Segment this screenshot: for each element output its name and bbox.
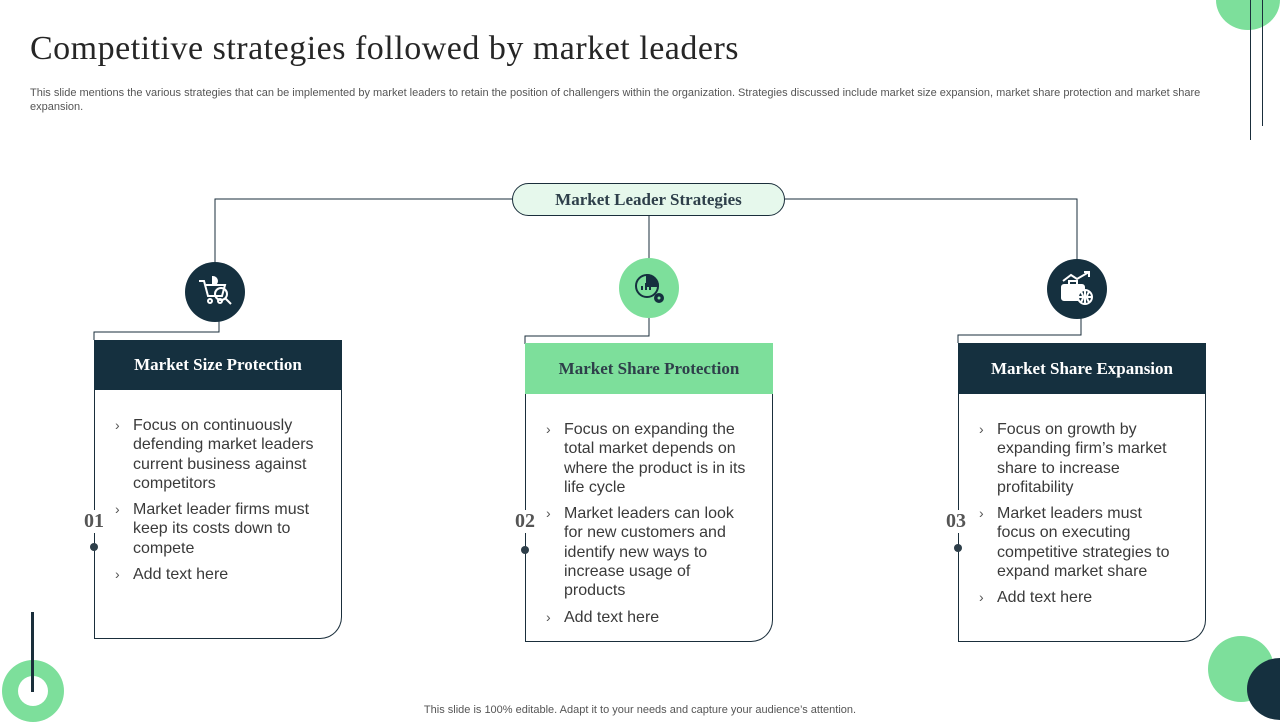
branch-2-bullet-2: Market leaders can look for new customer… (546, 504, 751, 600)
branch-1-dot (90, 543, 98, 551)
briefcase-globe-growth-icon (1047, 259, 1107, 319)
connector-left (214, 198, 512, 262)
decor-line-top-right-2 (1262, 0, 1263, 126)
branch-3-header: Market Share Expansion (958, 343, 1206, 394)
branch-2-number: 02 (515, 510, 535, 533)
shopping-cart-search-icon (185, 262, 245, 322)
page-title: Competitive strategies followed by marke… (30, 30, 740, 67)
connector-icon2-card (524, 318, 650, 344)
branch-3-card: Focus on growth by expanding firm’s mark… (958, 394, 1206, 642)
decor-line-bottom-left (31, 612, 34, 692)
branch-1-header: Market Size Protection (94, 340, 342, 390)
branch-2-bullet-3: Add text here (546, 608, 751, 628)
branch-2-dot (521, 546, 529, 554)
decor-line-top-right-1 (1250, 0, 1251, 140)
branch-2-card: Focus on expanding the total market depe… (525, 394, 773, 642)
branch-2-header: Market Share Protection (525, 343, 773, 394)
branch-2-bullets: Focus on expanding the total market depe… (546, 420, 751, 634)
branch-1-bullet-1: Focus on continuously defending market l… (115, 416, 315, 493)
branch-3-number: 03 (946, 510, 966, 533)
connector-icon1-card (93, 321, 220, 340)
connector-right (785, 198, 1078, 259)
branch-3-bullet-1: Focus on growth by expanding firm’s mark… (979, 420, 1184, 497)
branch-3-bullet-3: Add text here (979, 588, 1184, 608)
branch-3-bullet-2: Market leaders must focus on executing c… (979, 504, 1184, 581)
page-subtitle: This slide mentions the various strategi… (30, 87, 1201, 113)
root-node: Market Leader Strategies (512, 183, 785, 216)
branch-1-number: 01 (84, 510, 104, 533)
footer-note: This slide is 100% editable. Adapt it to… (423, 704, 857, 716)
branch-1-card: Focus on continuously defending market l… (94, 390, 342, 639)
branch-2-bullet-1: Focus on expanding the total market depe… (546, 420, 751, 497)
pie-chart-gear-icon (619, 258, 679, 318)
branch-1-bullet-2: Market leader firms must keep its costs … (115, 500, 315, 558)
connector-icon3-card (957, 318, 1082, 343)
branch-3-dot (954, 544, 962, 552)
branch-1-bullet-3: Add text here (115, 565, 315, 585)
branch-1-bullets: Focus on continuously defending market l… (115, 416, 315, 591)
branch-3-bullets: Focus on growth by expanding firm’s mark… (979, 420, 1184, 615)
